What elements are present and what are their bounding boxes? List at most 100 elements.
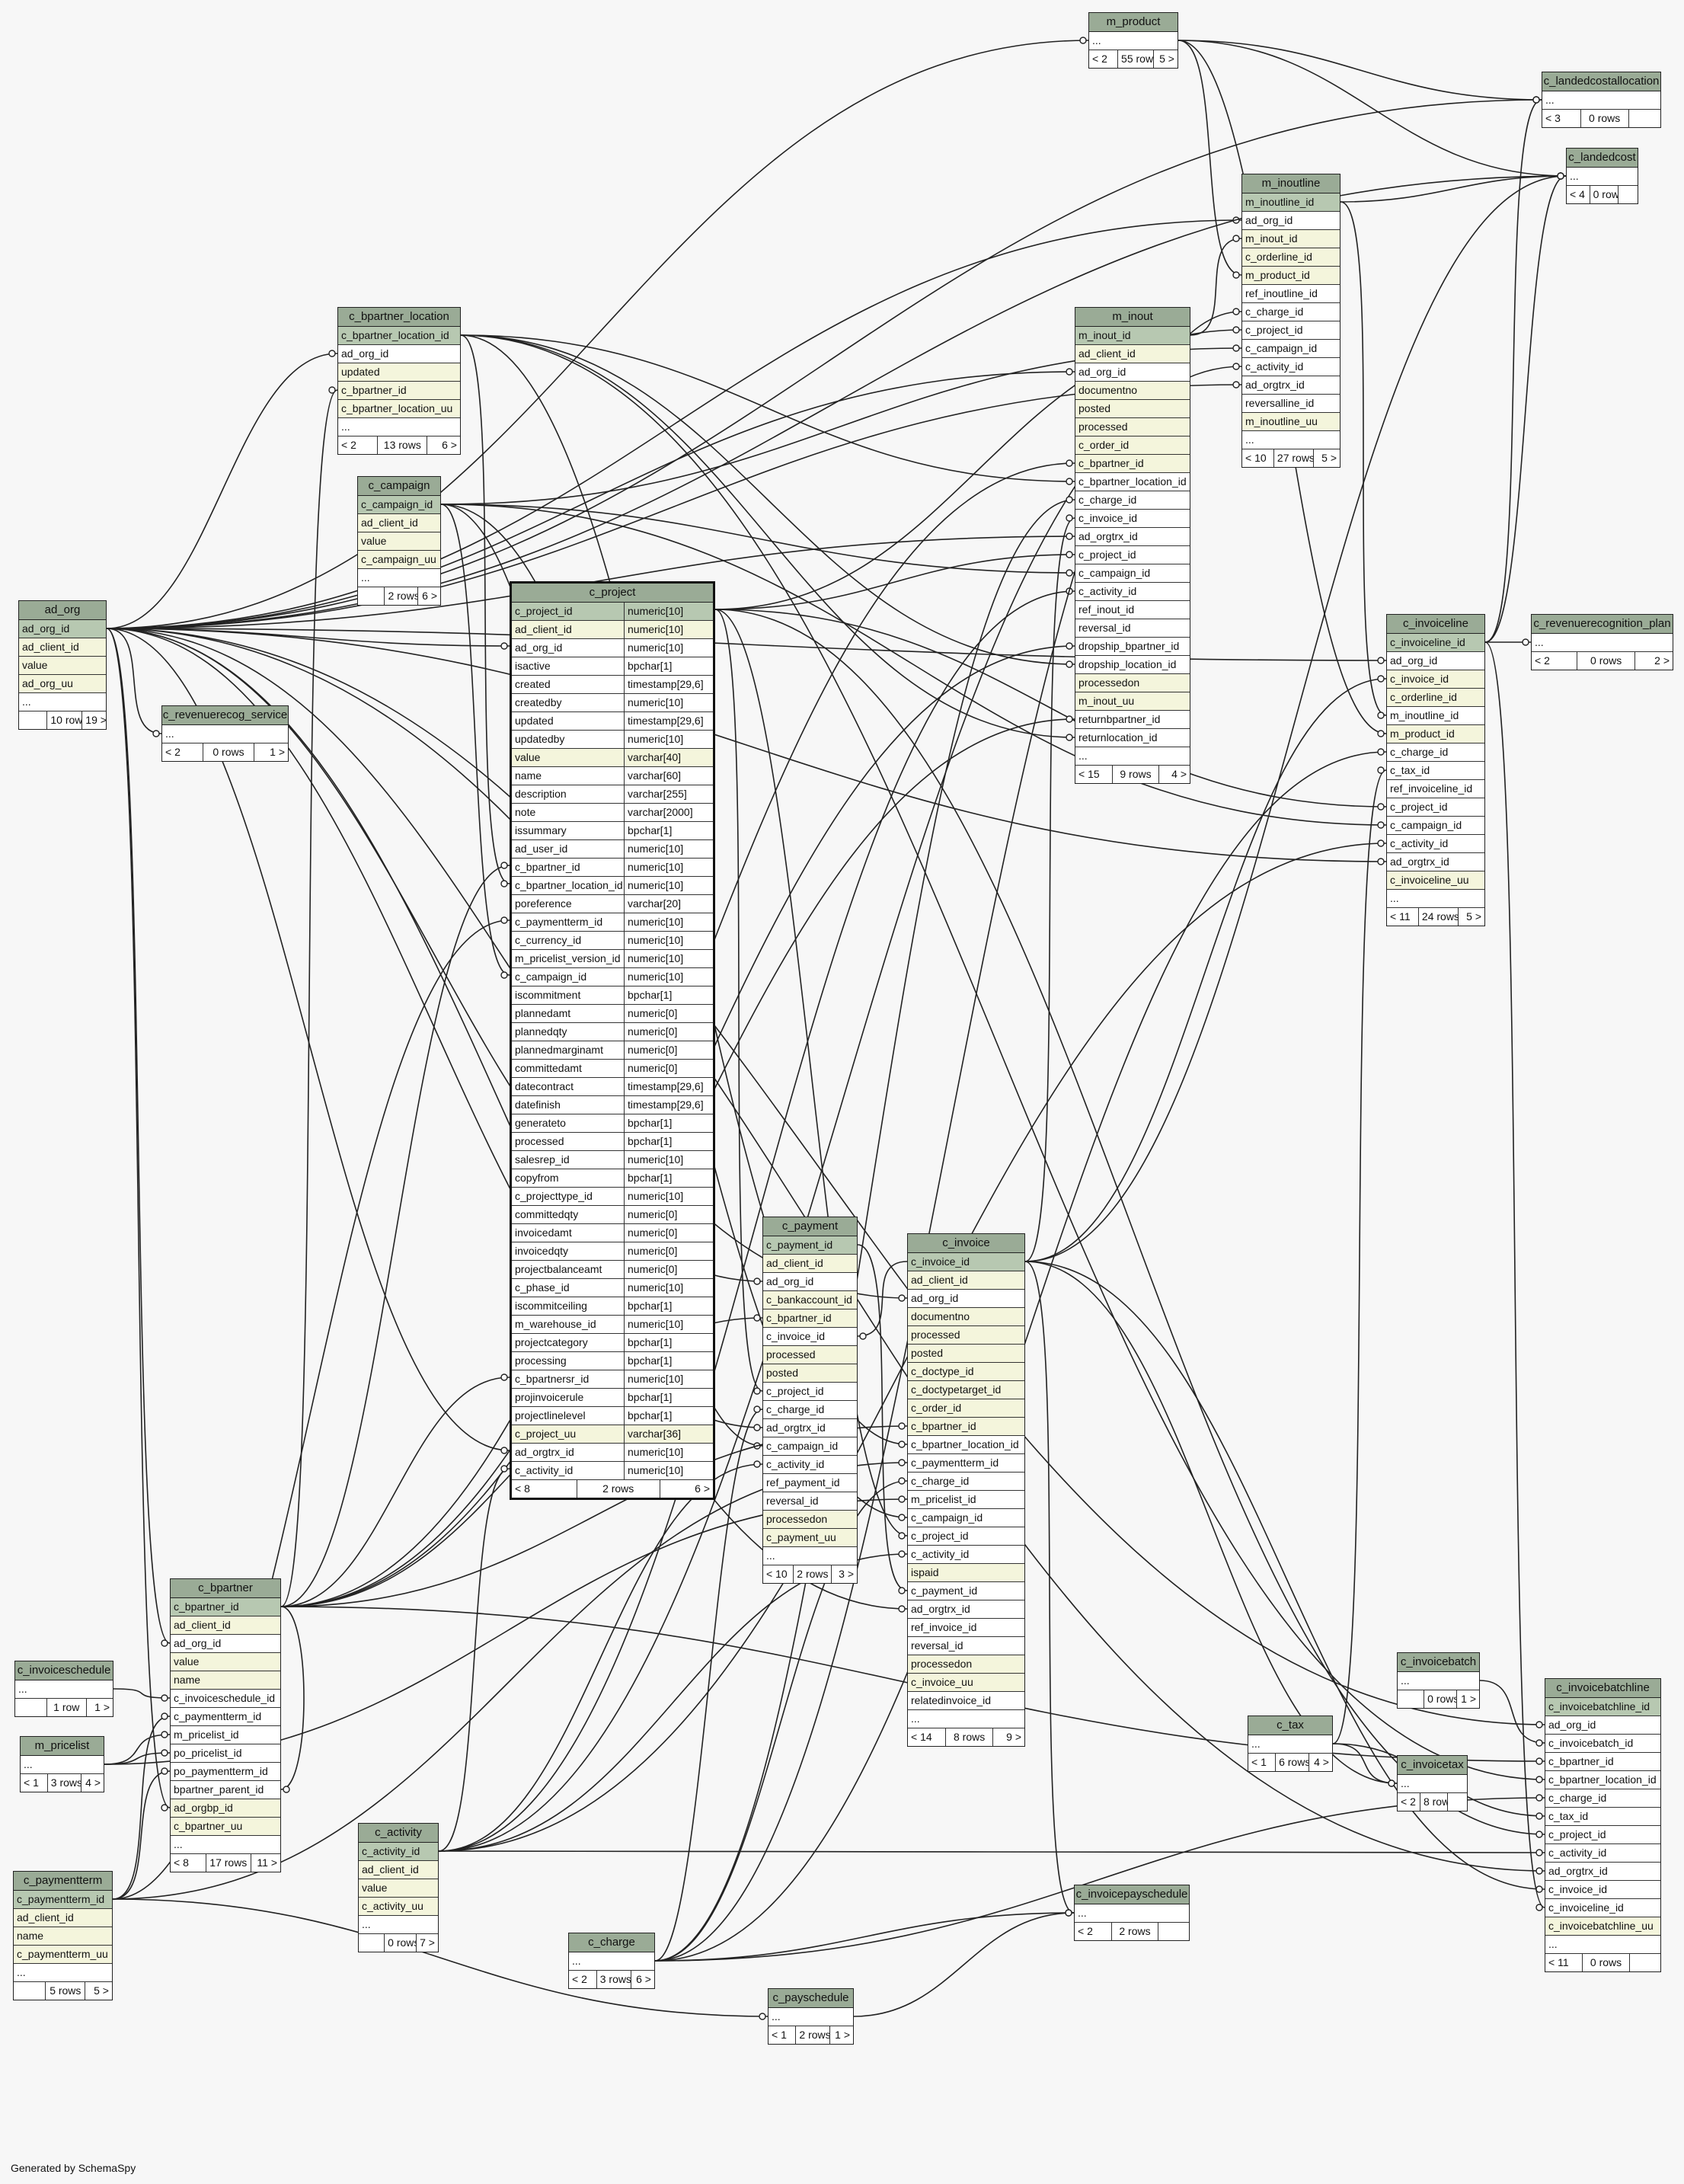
column-ad-org-id[interactable]: ad_org_id [1075, 363, 1190, 382]
children-count[interactable]: 5 > [1321, 452, 1337, 464]
children-count[interactable]: 3 > [839, 1568, 854, 1580]
column-more[interactable]: ... [19, 693, 106, 711]
column-name[interactable]: name [14, 1927, 112, 1946]
column-c-doctype-id[interactable]: c_doctype_id [908, 1363, 1024, 1381]
children-count[interactable] [1618, 186, 1638, 203]
column-ad-org-id[interactable]: ad_org_id [908, 1290, 1024, 1308]
parents-count[interactable]: < 1 [769, 2026, 797, 2044]
column-c-project-id[interactable]: c_project_id [1242, 321, 1340, 340]
table-title[interactable]: c_invoicebatch [1398, 1653, 1479, 1672]
column-c-activity-id[interactable]: c_activity_id [1242, 358, 1340, 376]
parents-count[interactable]: < 15 [1075, 766, 1113, 783]
children-count[interactable]: 1 > [1461, 1693, 1476, 1705]
parents-count[interactable]: < 4 [1567, 186, 1590, 203]
column-reversal-id[interactable]: reversal_id [908, 1637, 1024, 1655]
column-c-activity-id[interactable]: c_activity_id [1075, 583, 1190, 601]
column-m-pricelist-id[interactable]: m_pricelist_id [908, 1491, 1024, 1509]
column-c-activity-id[interactable]: c_activity_id [763, 1456, 857, 1474]
column-dropship-location-id[interactable]: dropship_location_id [1075, 656, 1190, 674]
parents-count[interactable] [15, 1699, 47, 1716]
column-ad-client-id[interactable]: ad_client_id [1075, 345, 1190, 363]
table-title[interactable]: c_bpartner [171, 1579, 280, 1598]
children-count[interactable]: 4 > [85, 1776, 101, 1789]
column-more[interactable]: ... [1089, 32, 1178, 50]
column-ad-orgtrx-id[interactable]: ad_orgtrx_id [1545, 1863, 1660, 1881]
column-more[interactable]: ... [358, 569, 440, 587]
column-c-order-id[interactable]: c_order_id [908, 1399, 1024, 1418]
column-more[interactable]: ... [1387, 890, 1484, 908]
parents-count[interactable]: < 10 [1242, 449, 1274, 467]
column-documentno[interactable]: documentno [1075, 382, 1190, 400]
table-title[interactable]: m_inoutline [1242, 174, 1340, 193]
parents-count[interactable]: < 2 [338, 436, 379, 454]
children-count[interactable]: 5 > [1466, 910, 1482, 923]
column-documentno[interactable]: documentno [908, 1308, 1024, 1326]
column-value[interactable]: value [171, 1653, 280, 1671]
column-c-invoicebatchline-uu[interactable]: c_invoicebatchline_uu [1545, 1917, 1660, 1936]
column-c-paymentterm-uu[interactable]: c_paymentterm_uu [14, 1946, 112, 1964]
table-title[interactable]: ad_org [19, 601, 106, 620]
column-more[interactable]: ... [908, 1710, 1024, 1728]
column-c-invoiceline-id[interactable]: c_invoiceline_id [1387, 634, 1484, 652]
column-c-payment-uu[interactable]: c_payment_uu [763, 1529, 857, 1547]
children-count[interactable] [1448, 1793, 1467, 1811]
children-count[interactable]: 6 > [695, 1482, 711, 1495]
column-ispaid[interactable]: ispaid [908, 1564, 1024, 1582]
column-ref-invoice-id[interactable]: ref_invoice_id [908, 1619, 1024, 1637]
column-processed[interactable]: processed [908, 1326, 1024, 1345]
column-c-invoice-id[interactable]: c_invoice_id [1387, 670, 1484, 689]
table-title[interactable]: c_invoiceline [1387, 615, 1484, 634]
table-title[interactable]: m_product [1089, 13, 1178, 32]
table-title[interactable]: c_charge [569, 1933, 654, 1952]
column-c-charge-id[interactable]: c_charge_id [1387, 743, 1484, 762]
column-value[interactable]: value [19, 657, 106, 675]
column-c-project-id[interactable]: c_project_id [1075, 546, 1190, 564]
children-count[interactable]: 1 > [94, 1701, 110, 1713]
column-posted[interactable]: posted [763, 1364, 857, 1383]
table-title[interactable]: c_invoicebatchline [1545, 1679, 1660, 1698]
column-returnbpartner-id[interactable]: returnbpartner_id [1075, 711, 1190, 729]
column-more[interactable]: ... [1398, 1672, 1479, 1690]
column-ad-org-id[interactable]: ad_org_id [338, 345, 460, 363]
children-count[interactable]: 5 > [94, 1984, 109, 1997]
column-c-charge-id[interactable]: c_charge_id [763, 1401, 857, 1419]
parents-count[interactable]: < 8 [512, 1480, 577, 1498]
column-c-campaign-id[interactable]: c_campaign_id [763, 1437, 857, 1456]
column-c-invoicebatch-id[interactable]: c_invoicebatch_id [1545, 1735, 1660, 1753]
children-count[interactable]: 7 > [420, 1936, 435, 1949]
parents-count[interactable] [359, 1934, 385, 1952]
parents-count[interactable]: < 2 [1532, 652, 1578, 670]
column-c-order-id[interactable]: c_order_id [1075, 436, 1190, 455]
column-m-inout-id[interactable]: m_inout_id [1075, 327, 1190, 345]
parents-count[interactable]: < 11 [1387, 908, 1419, 926]
column-c-activity-id[interactable]: c_activity_id [1387, 835, 1484, 853]
column-m-pricelist-id[interactable]: m_pricelist_id [171, 1726, 280, 1744]
column-ref-inout-id[interactable]: ref_inout_id [1075, 601, 1190, 619]
column-c-bpartner-id[interactable]: c_bpartner_id [908, 1418, 1024, 1436]
children-count[interactable] [1630, 1954, 1660, 1971]
parents-count[interactable]: < 11 [1545, 1954, 1583, 1971]
column-processed[interactable]: processed [763, 1346, 857, 1364]
